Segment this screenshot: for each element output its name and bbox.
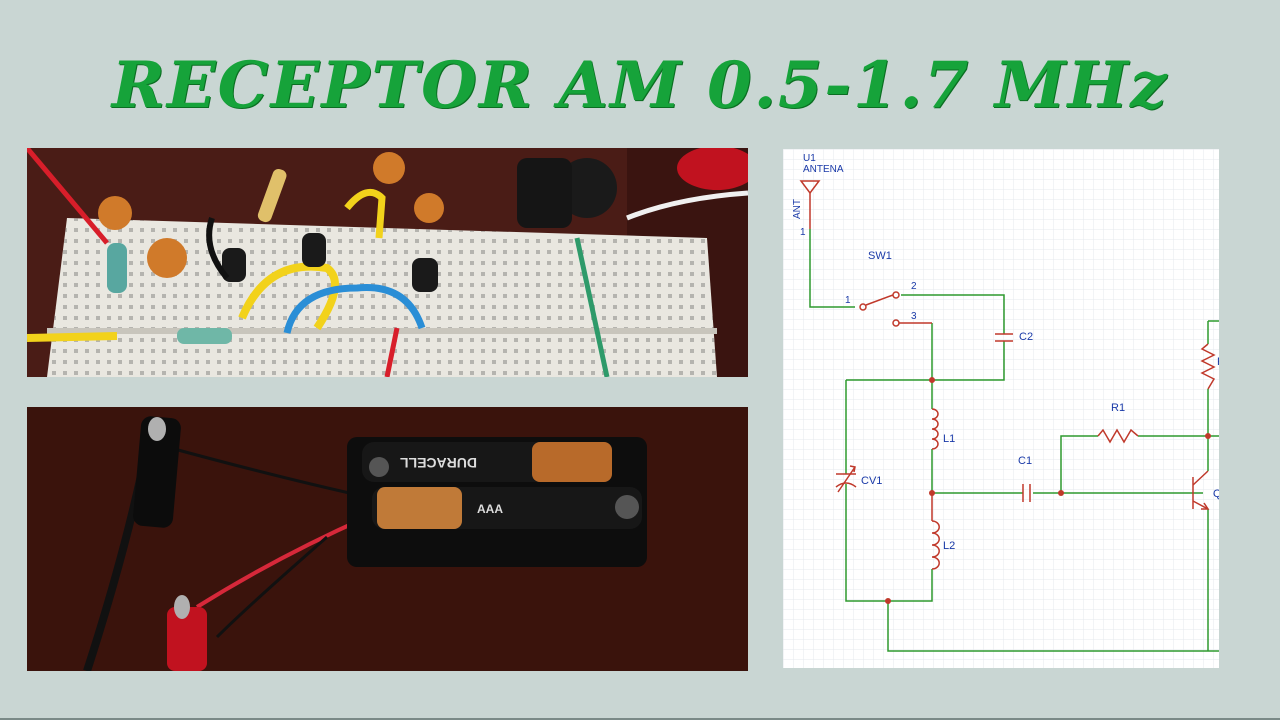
- l1-inductor: [931, 408, 939, 450]
- battery-holder-photo: DURACELL AAA: [27, 407, 748, 671]
- switch-ref-label: SW1: [868, 250, 892, 262]
- l1-label: L1: [943, 433, 955, 445]
- c1-capacitor: [1022, 484, 1031, 502]
- antenna-symbol: [799, 180, 821, 229]
- battery-type-label: AAA: [477, 502, 503, 516]
- c2-capacitor: [995, 333, 1013, 342]
- cv1-label: CV1: [861, 475, 882, 487]
- r2-resistor-partial: [1200, 343, 1216, 390]
- circuit-schematic: U1 ANTENA ANT 1: [783, 149, 1219, 668]
- c1-label: C1: [1018, 455, 1032, 467]
- antenna-pin-number: 1: [800, 227, 806, 238]
- bottom-border: [0, 718, 1280, 720]
- r1-resistor: [1097, 428, 1139, 444]
- l2-inductor: [931, 493, 940, 570]
- cv1-variable-capacitor: [835, 465, 857, 493]
- switch-pin2-label: 2: [911, 281, 917, 292]
- c2-label: C2: [1019, 331, 1033, 343]
- r2-label-partial: R: [1217, 356, 1219, 368]
- battery-brand-label: DURACELL: [400, 455, 477, 471]
- antenna-pin-label: ANT: [792, 199, 803, 219]
- antenna-ref-label: U1: [803, 153, 816, 164]
- switch-pin1-label: 1: [845, 295, 851, 306]
- antenna-name-label: ANTENA: [803, 164, 844, 175]
- switch-pin3-label: 3: [911, 311, 917, 322]
- breadboard-photo: [27, 148, 748, 377]
- transistor-symbol: [1192, 470, 1210, 510]
- r1-label: R1: [1111, 402, 1125, 414]
- switch-symbol: [859, 291, 932, 327]
- page-title: RECEPTOR AM 0.5-1.7 MHz: [111, 48, 1169, 123]
- l2-label: L2: [943, 540, 955, 552]
- transistor-label-partial: Q: [1213, 488, 1219, 500]
